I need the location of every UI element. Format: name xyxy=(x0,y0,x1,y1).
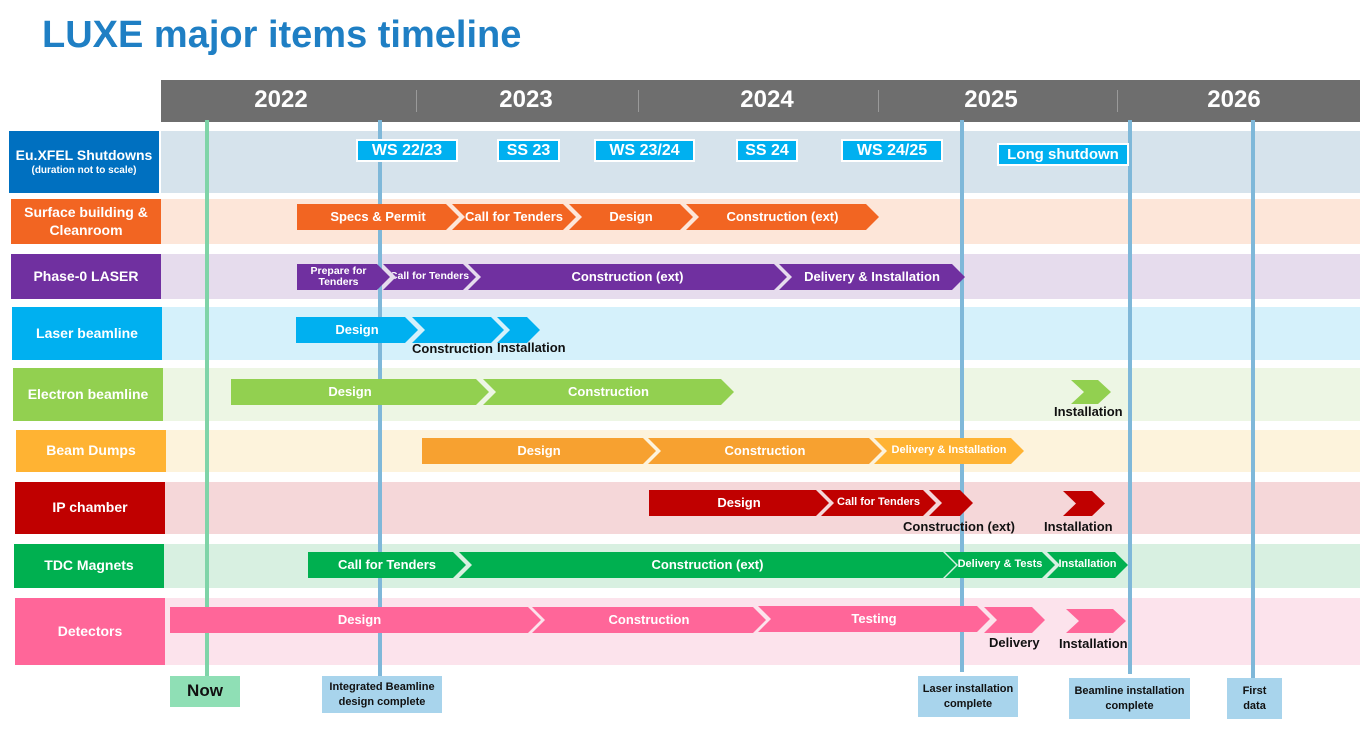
label-laser-installation: Installation xyxy=(497,340,566,355)
bar-phase0-tenders: Call for Tenders xyxy=(383,264,476,290)
bar-detectors-construction: Construction xyxy=(532,607,766,633)
shutdown-ws-23-24: WS 23/24 xyxy=(594,139,695,162)
shutdown-long: Long shutdown xyxy=(997,143,1129,166)
bar-ip-design: Design xyxy=(649,490,829,516)
shutdown-ss-24: SS 24 xyxy=(736,139,798,162)
year-separator xyxy=(878,90,879,112)
milestone-now: Now xyxy=(170,676,240,707)
bar-surface-specs: Specs & Permit xyxy=(297,204,459,230)
bar-tdc-installation: Installation xyxy=(1047,552,1128,578)
row-label-laser: Laser beamline xyxy=(12,307,162,360)
milestone-laser-installation: Laser installation complete xyxy=(918,676,1018,717)
page-title: LUXE major items timeline xyxy=(42,14,522,56)
year-header xyxy=(161,80,1360,122)
bar-detectors-testing: Testing xyxy=(758,606,990,632)
milestone-first-data: First data xyxy=(1227,678,1282,719)
year-label: 2022 xyxy=(254,86,308,113)
row-label-electron: Electron beamline xyxy=(13,368,163,421)
milestone-integrated-beamline: Integrated Beamline design complete xyxy=(322,676,442,713)
year-label: 2023 xyxy=(499,86,553,113)
bar-detectors-design: Design xyxy=(170,607,541,633)
milestone-line-laser xyxy=(960,120,964,672)
bar-tdc-construction: Construction (ext) xyxy=(459,552,956,578)
milestone-beamline-installation: Beamline installation complete xyxy=(1069,678,1190,719)
label-laser-construction: Construction xyxy=(412,341,493,356)
bar-laser-design: Design xyxy=(296,317,418,343)
label-ip-installation: Installation xyxy=(1044,519,1113,534)
bar-phase0-prepare: Prepare for Tenders xyxy=(297,264,390,290)
year-separator xyxy=(416,90,417,112)
label-ip-construction: Construction (ext) xyxy=(903,519,1015,534)
row-label-surface: Surface building & Cleanroom xyxy=(11,199,161,244)
year-label: 2026 xyxy=(1207,86,1261,113)
row-label-ip: IP chamber xyxy=(15,482,165,534)
shutdown-ws-24-25: WS 24/25 xyxy=(841,139,943,162)
bar-electron-design: Design xyxy=(231,379,489,405)
row-label-euxfel: Eu.XFEL Shutdowns(duration not to scale) xyxy=(9,131,159,193)
bar-dumps-delivery: Delivery & Installation xyxy=(874,438,1024,464)
bar-dumps-design: Design xyxy=(422,438,656,464)
row-label-tdc: TDC Magnets xyxy=(14,544,164,588)
bar-tdc-tenders: Call for Tenders xyxy=(308,552,466,578)
bar-dumps-construction: Construction xyxy=(648,438,882,464)
bar-surface-tenders: Call for Tenders xyxy=(452,204,576,230)
milestone-line-now xyxy=(205,120,209,676)
year-separator xyxy=(638,90,639,112)
bar-electron-construction: Construction xyxy=(483,379,734,405)
bar-phase0-construction: Construction (ext) xyxy=(468,264,787,290)
bar-tdc-delivery: Delivery & Tests xyxy=(945,552,1055,578)
row-label-phase0: Phase-0 LASER xyxy=(11,254,161,299)
milestone-line-beamline xyxy=(1128,120,1132,674)
label-detectors-delivery: Delivery xyxy=(989,635,1040,650)
shutdown-ws-22-23: WS 22/23 xyxy=(356,139,458,162)
bar-surface-construction: Construction (ext) xyxy=(686,204,879,230)
bar-phase0-delivery: Delivery & Installation xyxy=(779,264,965,290)
bar-laser-construction xyxy=(412,317,504,343)
year-label: 2024 xyxy=(740,86,794,113)
year-separator xyxy=(1117,90,1118,112)
year-label: 2025 xyxy=(964,86,1018,113)
milestone-line-first-data xyxy=(1251,120,1255,678)
label-electron-installation: Installation xyxy=(1054,404,1123,419)
row-label-dumps: Beam Dumps xyxy=(16,430,166,472)
row-label-detectors: Detectors xyxy=(15,598,165,665)
bar-surface-design: Design xyxy=(569,204,693,230)
label-detectors-installation: Installation xyxy=(1059,636,1128,651)
shutdown-ss-23: SS 23 xyxy=(497,139,560,162)
bar-ip-tenders: Call for Tenders xyxy=(821,490,936,516)
